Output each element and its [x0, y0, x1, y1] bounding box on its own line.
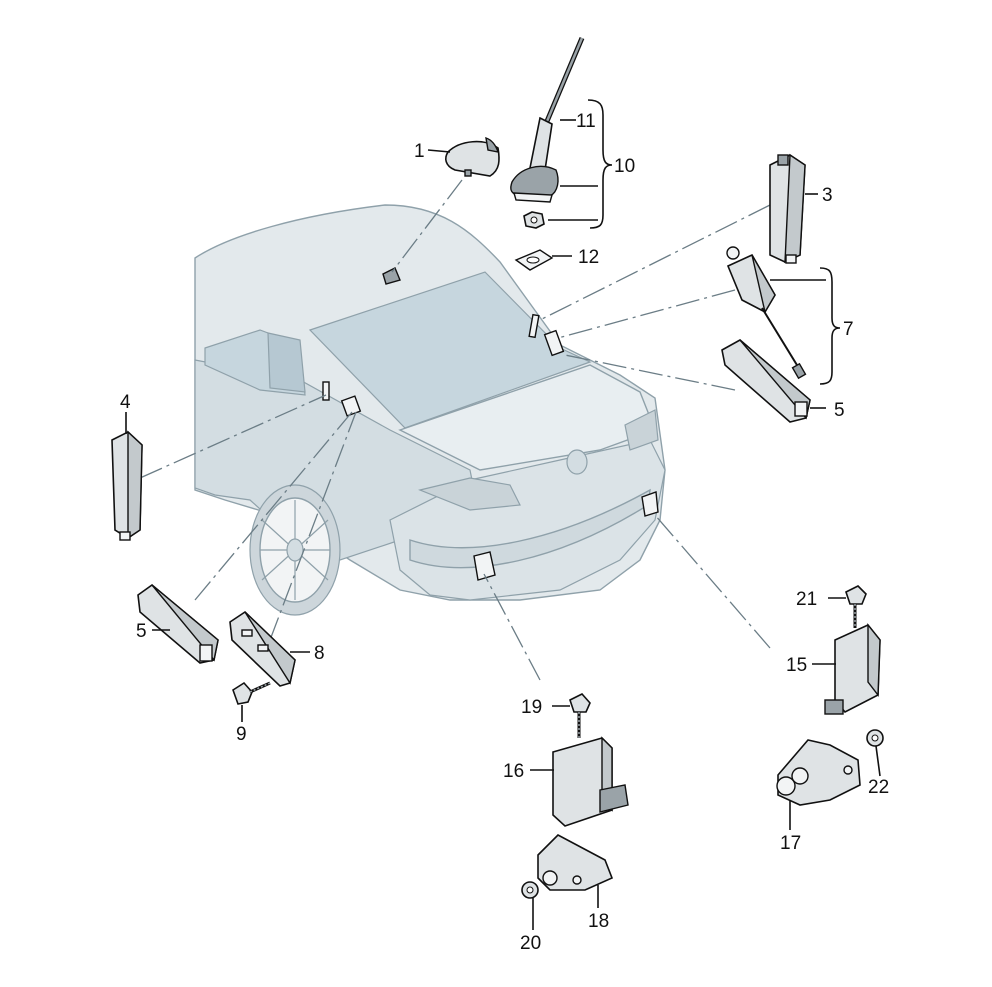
- part-7-amplifier-with-cable: [726, 246, 807, 380]
- callout-5-left: 5: [136, 621, 147, 642]
- dash-dot-leaders: [139, 179, 771, 681]
- callout-4: 4: [120, 392, 131, 413]
- callout-numbers: 1 11 10 12 3 7 5 4 5 8 9 21 15 22 17 19 …: [120, 111, 889, 954]
- callout-9: 9: [236, 724, 247, 745]
- callout-3: 3: [822, 185, 833, 206]
- part-4-antenna-module-left: [111, 430, 143, 541]
- part-1-roof-antenna-base: [445, 136, 500, 177]
- part-5-antenna-module-left: [137, 583, 219, 664]
- callout-20: 20: [520, 933, 541, 954]
- part-18-bracket: [537, 834, 614, 891]
- callout-22: 22: [868, 777, 889, 798]
- callout-5-right: 5: [834, 400, 845, 421]
- part-10-nut: [523, 211, 545, 229]
- part-20-nut: [521, 881, 539, 899]
- part-22-nut: [866, 729, 884, 747]
- part-17-bracket: [776, 739, 861, 806]
- callout-12: 12: [578, 247, 599, 268]
- part-9-bolt: [232, 681, 271, 705]
- part-12-gasket: [514, 249, 554, 271]
- callout-19: 19: [521, 697, 542, 718]
- part-21-bolt: [845, 585, 867, 628]
- callout-18: 18: [588, 911, 609, 932]
- part-3-amplifier: [769, 153, 806, 264]
- part-5-antenna-module-right: [721, 339, 811, 423]
- callout-leaders: [125, 99, 881, 930]
- callout-17: 17: [780, 833, 801, 854]
- callout-7: 7: [843, 319, 854, 340]
- part-8-control-unit: [229, 610, 296, 687]
- callout-1: 1: [414, 141, 425, 162]
- part-15-sensor: [824, 623, 881, 715]
- callout-21: 21: [796, 589, 817, 610]
- car-illustration: [194, 204, 666, 616]
- callout-8: 8: [314, 643, 325, 664]
- part-19-bolt: [569, 693, 591, 738]
- callout-10: 10: [614, 156, 635, 177]
- callout-11: 11: [576, 111, 596, 132]
- part-11-rod-antenna: [510, 37, 585, 203]
- callout-16: 16: [503, 761, 524, 782]
- part-16-sensor: [552, 736, 629, 827]
- callout-15: 15: [786, 655, 807, 676]
